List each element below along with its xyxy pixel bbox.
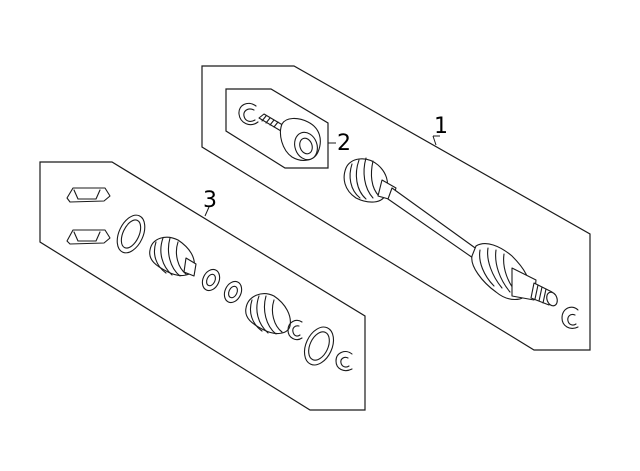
boot-snap-ring-icon	[287, 319, 303, 341]
axle-shaft-icon	[343, 157, 558, 307]
boot-clamp-icon	[66, 229, 111, 245]
large-boot-ring-icon	[116, 214, 146, 254]
callout-label-1: 1	[434, 114, 448, 139]
outer-cv-joint-panel	[225, 88, 329, 169]
small-ring-icon	[223, 280, 243, 304]
axle-snap-ring-icon	[561, 306, 579, 329]
callout-label-3: 3	[203, 188, 217, 213]
boot-clamp-icon	[66, 187, 111, 203]
boot-snap-ring-icon	[335, 351, 353, 372]
snap-ring-icon	[238, 102, 259, 126]
boot-kit-panel	[39, 161, 366, 411]
cv-joint-housing-icon	[279, 117, 321, 161]
leader-line-1	[432, 135, 437, 146]
leader-line-3	[204, 206, 210, 217]
large-boot-ring-icon	[303, 326, 335, 366]
cv-boot-icon	[149, 236, 197, 277]
cv-boot-icon	[245, 293, 291, 335]
callout-label-2: 2	[337, 131, 351, 156]
small-ring-icon	[201, 268, 221, 292]
axle-shaft-panel	[201, 65, 591, 351]
